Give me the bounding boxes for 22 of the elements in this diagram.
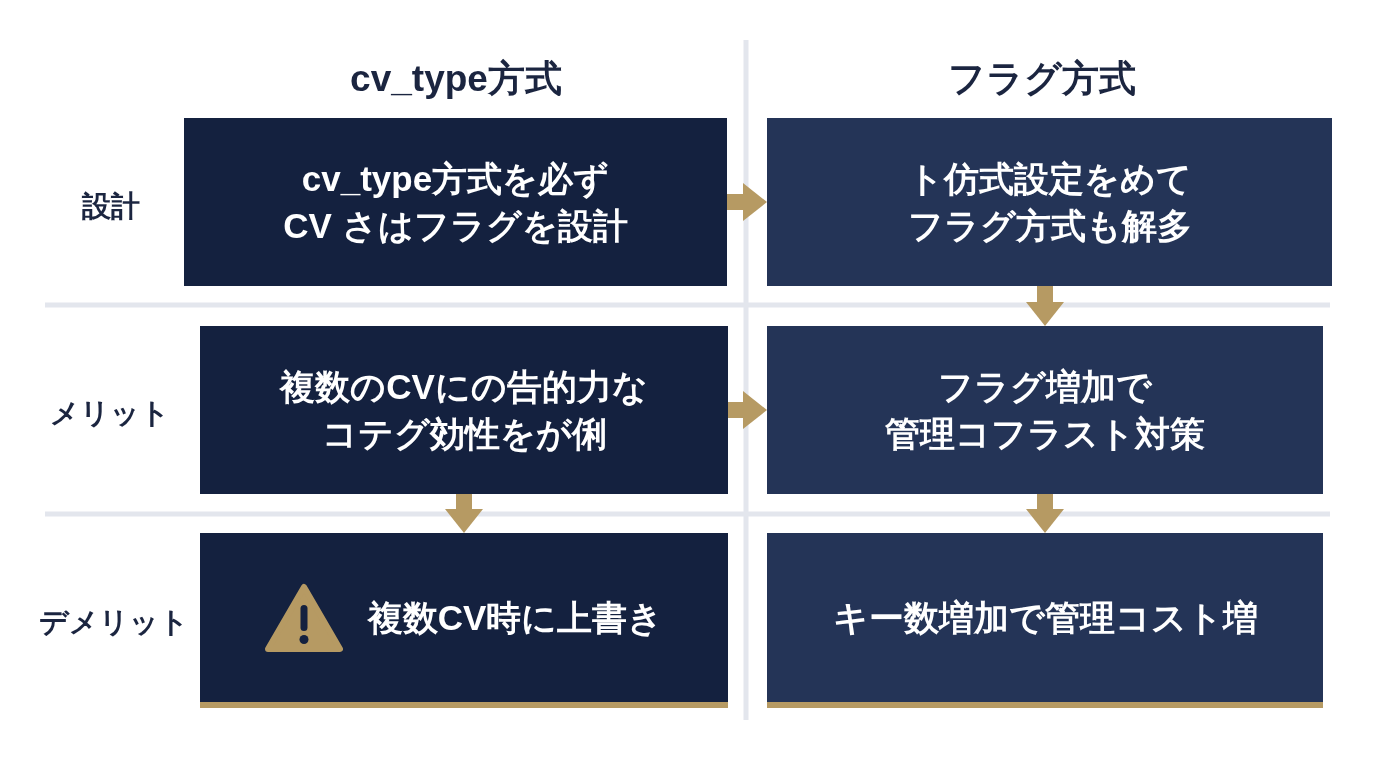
process-box: [200, 326, 728, 494]
arrow: [1026, 286, 1064, 326]
arrow: [727, 183, 767, 221]
arrow: [1026, 494, 1064, 533]
column-heading: フラグ方式: [948, 56, 1136, 101]
process-box: [184, 118, 727, 286]
description-text: キー数増加で管理コスト増: [832, 597, 1258, 639]
arrow: [728, 391, 767, 429]
row-heading: 設計: [82, 188, 140, 224]
process-box: [767, 118, 1332, 286]
column-heading: cv_type方式: [350, 56, 562, 101]
process-box: [200, 533, 728, 708]
process-box: [767, 326, 1323, 494]
description-text: フラグ増加で管理コフラスト対策: [885, 366, 1205, 455]
description-text: 複数のCVにの告的力なコテグ効性をが俐: [280, 366, 648, 455]
description-text: cv_type方式を必ずCV さはフラグを設計: [283, 158, 628, 247]
row-heading: メリット: [50, 395, 170, 431]
description-text: 複数CV時に上書き: [367, 597, 664, 639]
arrow: [445, 494, 483, 533]
process-box: [767, 533, 1323, 708]
row-heading: デメリット: [39, 604, 189, 640]
description-text: ト仿式設定をめてフラグ方式も解多: [907, 158, 1192, 247]
